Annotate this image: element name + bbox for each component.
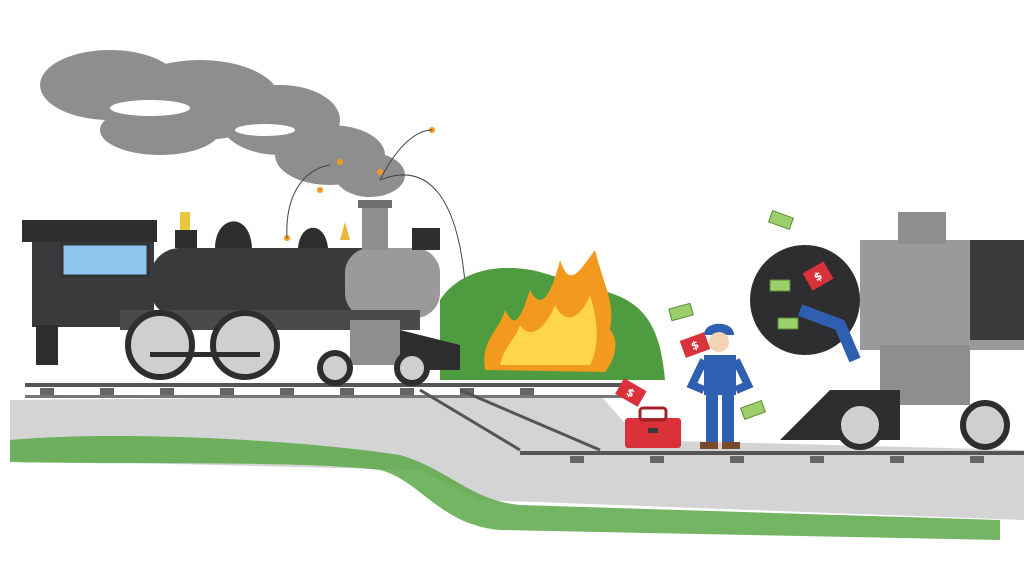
fire — [484, 250, 616, 372]
grass-strip-left — [10, 435, 1000, 540]
price-tag: $ — [679, 332, 711, 358]
cab-window — [60, 242, 150, 278]
smoke-cloud — [40, 50, 405, 197]
track-right — [520, 451, 1024, 463]
locomotive-right — [750, 212, 1024, 450]
toolbox — [625, 406, 681, 448]
worker — [686, 323, 754, 449]
ground — [10, 395, 1024, 540]
drive-wheel — [210, 310, 280, 380]
money-bills — [668, 209, 799, 421]
price-tag-label: $ — [689, 338, 701, 353]
price-tag: $ — [802, 261, 834, 291]
track-left — [25, 383, 625, 452]
locomotive-left — [22, 200, 460, 386]
price-tag: $ — [615, 378, 647, 407]
drive-wheel — [125, 310, 195, 380]
